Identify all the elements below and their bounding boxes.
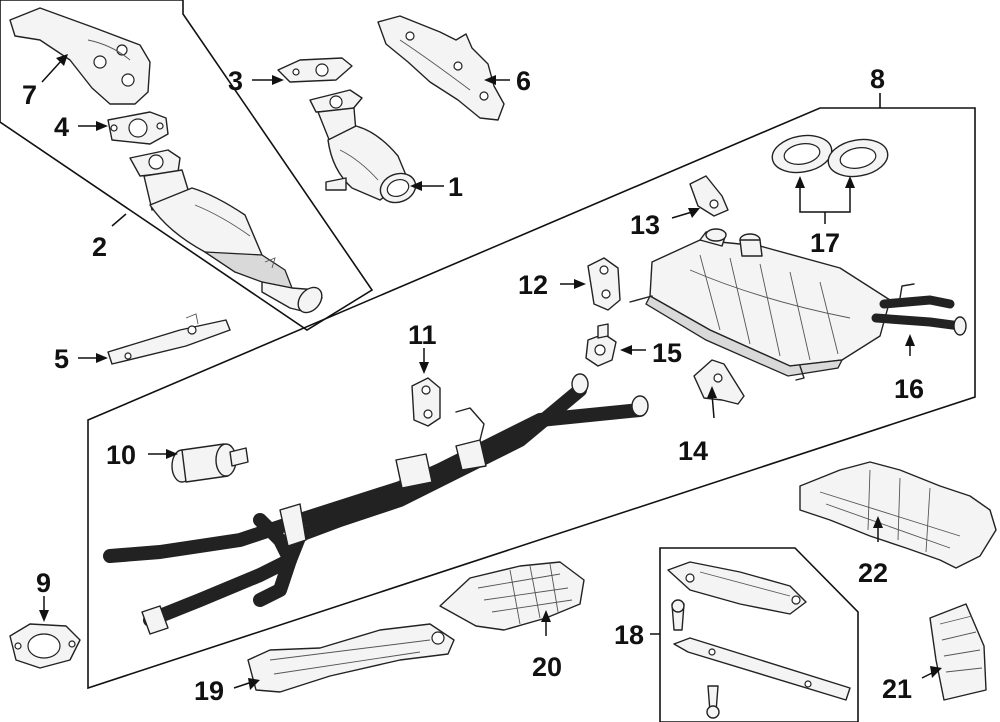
underbody-heat-shield <box>799 461 997 569</box>
pipe-clamp-bracket <box>693 359 745 405</box>
callout-11: 11 <box>408 320 437 350</box>
bracket-set <box>667 561 851 719</box>
heat-shield-center <box>439 561 585 631</box>
leader-arrows <box>39 54 942 690</box>
flange-gasket <box>9 623 81 669</box>
catalytic-converter-right <box>309 89 417 204</box>
exhaust-pressure-sensor <box>585 323 617 367</box>
group-outline-main-exhaust <box>87 107 976 690</box>
group-outline-left-converter <box>0 0 374 331</box>
callout-16: 16 <box>894 374 924 404</box>
callout-12: 12 <box>518 270 548 300</box>
exhaust-tip-pair <box>771 134 889 178</box>
callout-21: 21 <box>882 674 912 704</box>
callout-18: 18 <box>614 620 644 650</box>
resonator-canister <box>171 443 249 483</box>
lower-bracket <box>107 313 231 365</box>
callout-2: 2 <box>92 232 107 262</box>
exhaust-isolator-lower <box>411 377 441 427</box>
heat-shield-upper-right <box>377 15 505 121</box>
catalytic-converter-left <box>129 149 323 314</box>
insulator-pad <box>929 603 987 701</box>
callout-5: 5 <box>54 344 69 374</box>
callout-13: 13 <box>630 210 660 240</box>
callout-15: 15 <box>652 338 682 368</box>
callout-7: 7 <box>22 80 37 110</box>
exhaust-isolator-upper <box>587 257 621 311</box>
callout-17: 17 <box>810 228 840 258</box>
callout-1: 1 <box>448 172 463 202</box>
group-outline-bracket-set <box>659 547 859 722</box>
callout-20: 20 <box>532 652 562 682</box>
heat-shield-upper-left <box>9 7 151 105</box>
callout-4: 4 <box>54 112 69 142</box>
callout-10: 10 <box>106 440 136 470</box>
callout-6: 6 <box>516 66 531 96</box>
converter-gasket-right <box>277 57 353 83</box>
intermediate-y-pipe <box>103 373 649 635</box>
rear-muffler <box>629 228 967 381</box>
callout-22: 22 <box>858 558 888 588</box>
callout-19: 19 <box>194 676 224 706</box>
callout-3: 3 <box>228 66 243 96</box>
callout-8: 8 <box>870 64 885 94</box>
callout-14: 14 <box>678 436 708 466</box>
converter-gasket <box>107 111 169 145</box>
callout-9: 9 <box>36 568 51 598</box>
muffler-hanger-bracket <box>689 175 729 217</box>
underbody-brace <box>247 623 455 693</box>
